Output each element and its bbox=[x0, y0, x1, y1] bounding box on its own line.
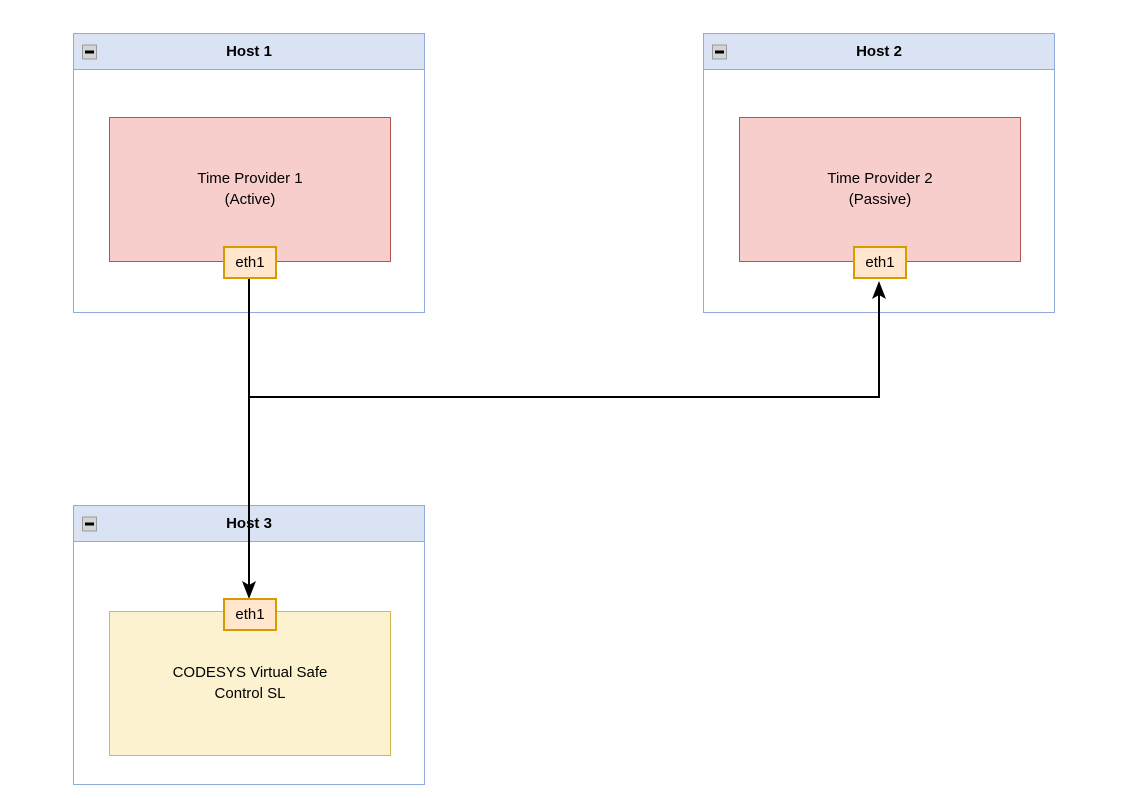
minus-glyph bbox=[715, 50, 724, 53]
host-container-host2[interactable]: Host 2 Time Provider 2 (Passive) eth1 bbox=[703, 33, 1055, 313]
minus-glyph bbox=[85, 50, 94, 53]
collapse-minus-icon[interactable] bbox=[712, 44, 727, 59]
host-container-host3[interactable]: Host 3 CODESYS Virtual Safe Control SL e… bbox=[73, 505, 425, 785]
host-header-host1: Host 1 bbox=[74, 34, 424, 70]
interface-badge-host2-eth1[interactable]: eth1 bbox=[853, 246, 907, 279]
host-title-host3: Host 3 bbox=[226, 515, 272, 532]
host-header-host3: Host 3 bbox=[74, 506, 424, 542]
interface-label-host1-eth1: eth1 bbox=[235, 254, 265, 271]
interface-badge-host1-eth1[interactable]: eth1 bbox=[223, 246, 277, 279]
component-codesys-virtual-safe-control[interactable]: CODESYS Virtual Safe Control SL bbox=[109, 611, 391, 756]
host-header-host2: Host 2 bbox=[704, 34, 1054, 70]
host-title-host2: Host 2 bbox=[856, 43, 902, 60]
host-container-host1[interactable]: Host 1 Time Provider 1 (Active) eth1 bbox=[73, 33, 425, 313]
host-title-host1: Host 1 bbox=[226, 43, 272, 60]
component-time-provider-1[interactable]: Time Provider 1 (Active) bbox=[109, 117, 391, 262]
collapse-minus-icon[interactable] bbox=[82, 516, 97, 531]
component-label-time-provider-1: Time Provider 1 (Active) bbox=[197, 170, 303, 208]
interface-label-host2-eth1: eth1 bbox=[865, 254, 895, 271]
collapse-minus-icon[interactable] bbox=[82, 44, 97, 59]
minus-glyph bbox=[85, 522, 94, 525]
interface-label-host3-eth1: eth1 bbox=[235, 606, 265, 623]
interface-badge-host3-eth1[interactable]: eth1 bbox=[223, 598, 277, 631]
component-label-codesys-virtual-safe-control: CODESYS Virtual Safe Control SL bbox=[172, 664, 328, 702]
component-time-provider-2[interactable]: Time Provider 2 (Passive) bbox=[739, 117, 1021, 262]
component-label-time-provider-2: Time Provider 2 (Passive) bbox=[827, 170, 933, 208]
